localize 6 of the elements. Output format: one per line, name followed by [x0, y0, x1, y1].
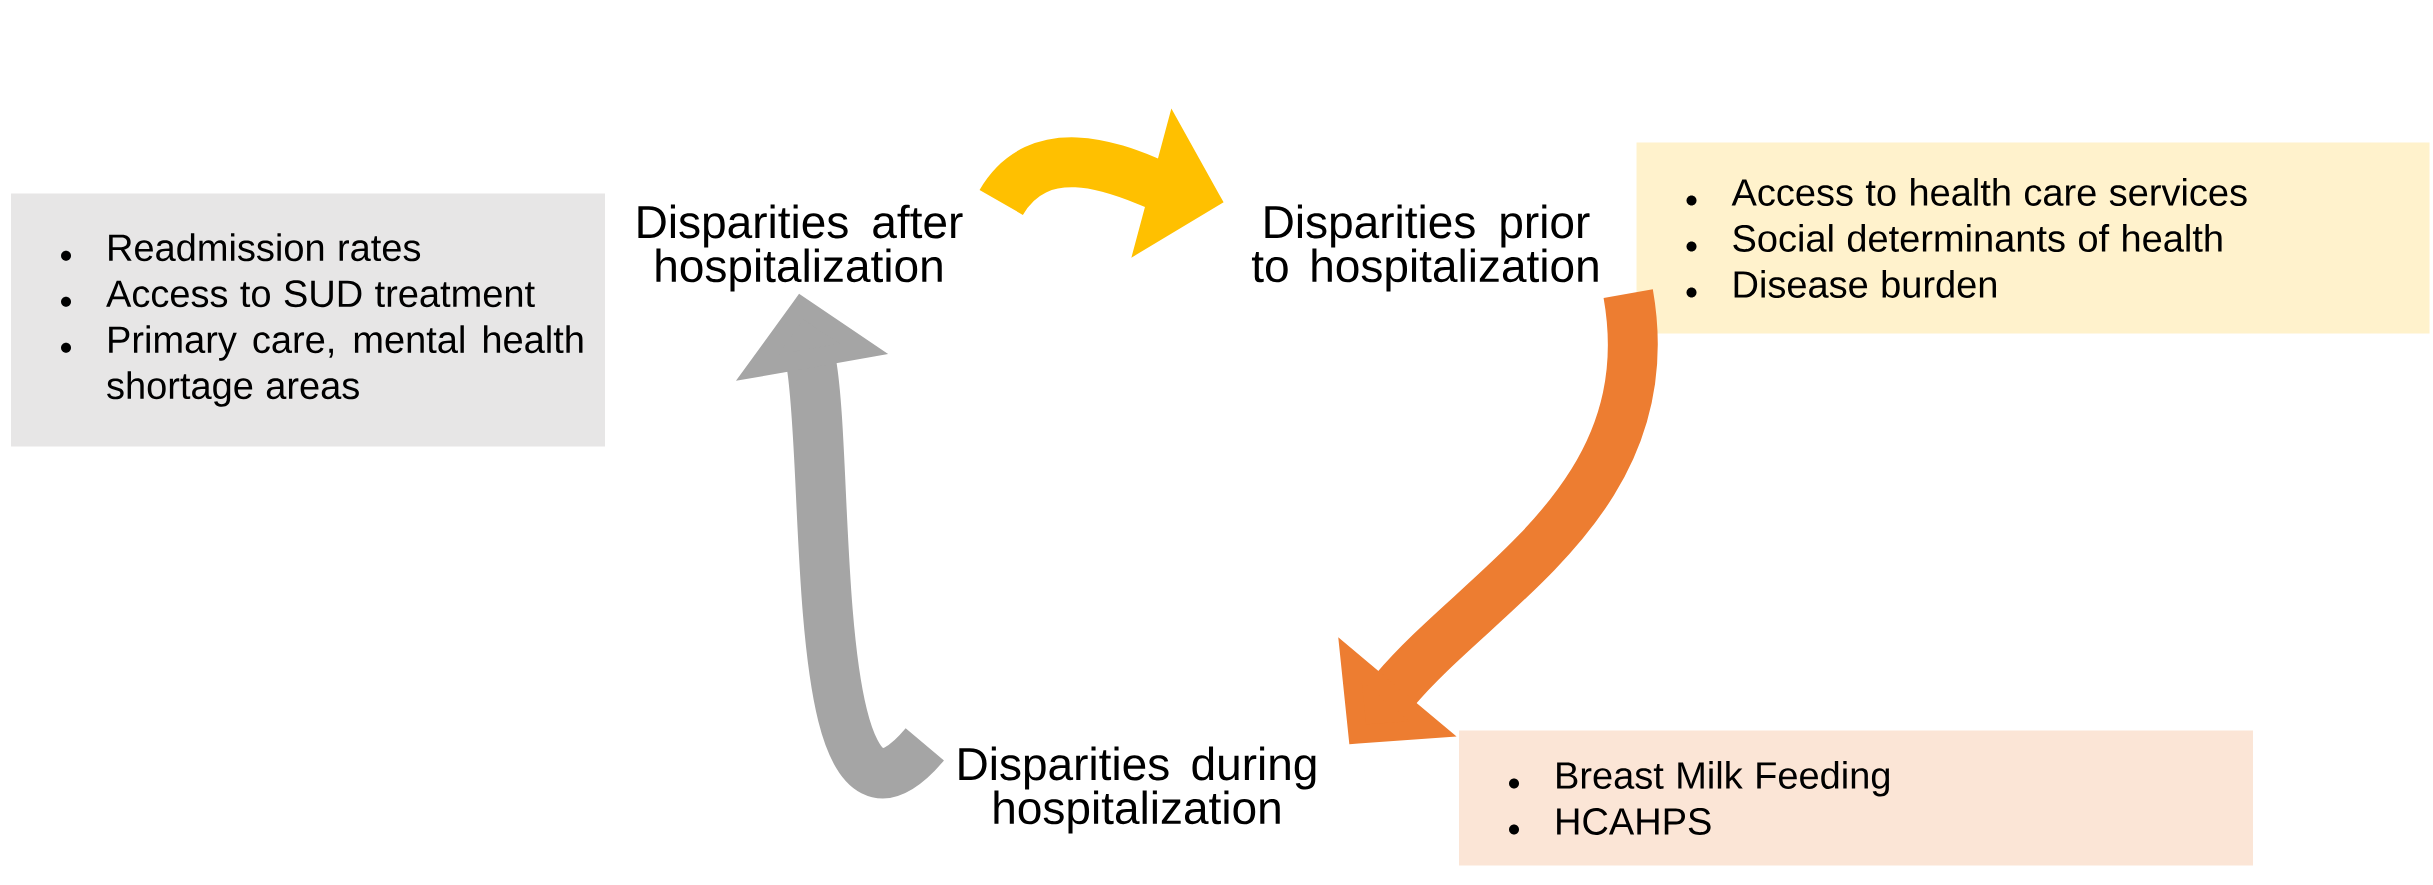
stage-label: Disparities after hospitalization	[638, 204, 963, 292]
bullet-list-box: Readmission rates Access to SUD treatment Primary care, mental health shortage areas	[11, 193, 605, 447]
bullet-list-box: Access to health care services Social determinants of health Disease burden	[1636, 142, 2430, 334]
bullet-list-box: Breast Milk Feeding HCAHPS	[1459, 730, 2253, 866]
stage-label: Disparities during hospitalization	[959, 746, 1316, 834]
stage-label: Disparities prior to hospitalization	[1251, 204, 1598, 292]
